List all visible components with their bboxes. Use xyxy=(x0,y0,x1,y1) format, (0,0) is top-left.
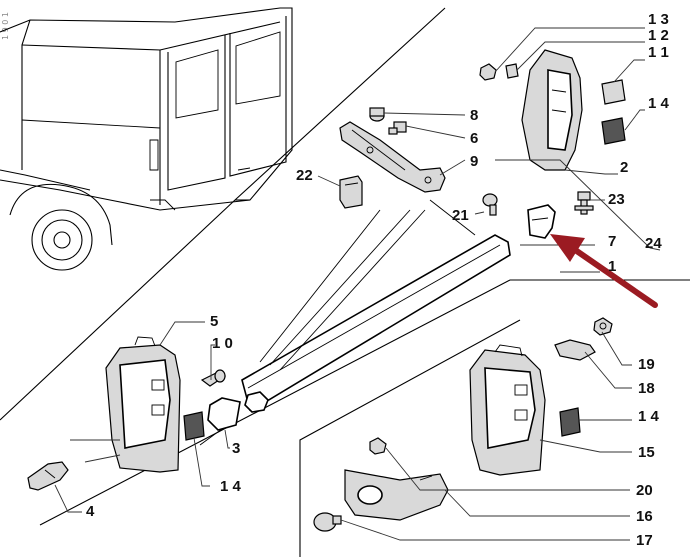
callout-22: 22 xyxy=(296,167,313,184)
leader-lines xyxy=(54,27,661,541)
nut-part-13 xyxy=(479,63,497,81)
red-arrow xyxy=(550,234,658,308)
bracket-part-16 xyxy=(344,469,449,521)
nut-part-20 xyxy=(369,437,387,455)
bolt-part-23 xyxy=(574,191,594,215)
knob-part-17 xyxy=(313,512,342,532)
callout-23: 23 xyxy=(608,191,625,208)
callout-21: 21 xyxy=(452,207,469,224)
callout-17: 17 xyxy=(636,532,653,549)
bracket-part-9 xyxy=(339,121,446,193)
bulb-holder-part-4 xyxy=(27,461,69,491)
callout-19: 19 xyxy=(638,356,655,373)
sill-strip-part-1 xyxy=(241,234,511,413)
callout-11: 1 1 xyxy=(648,44,669,61)
callout-16: 16 xyxy=(636,508,653,525)
screw-part-10 xyxy=(200,369,227,387)
cap-part-3 xyxy=(207,397,241,431)
callout-12: 1 2 xyxy=(648,27,669,44)
callout-20: 20 xyxy=(636,482,653,499)
callout-14-right: 1 4 xyxy=(638,408,660,425)
callout-6: 6 xyxy=(470,130,478,147)
screw-part-21 xyxy=(482,193,498,216)
cover-part-11 xyxy=(601,79,626,105)
callout-5: 5 xyxy=(210,313,218,330)
callout-labels: 1 3 1 2 1 1 1 4 2 8 6 9 22 21 23 24 7 1 … xyxy=(86,11,670,549)
nut-part-19 xyxy=(593,317,613,336)
callout-10: 1 0 xyxy=(212,335,233,352)
clip-part-12 xyxy=(505,63,519,79)
callout-14-left: 1 4 xyxy=(220,478,242,495)
clip-part-22 xyxy=(339,175,363,209)
reflector-part-14-right xyxy=(559,407,581,437)
side-text: 1 9 0 1 xyxy=(1,12,10,40)
callout-1: 1 xyxy=(608,258,616,275)
frame-lines xyxy=(0,7,690,557)
lamp-part-15 xyxy=(469,344,546,476)
callout-7: 7 xyxy=(608,233,616,250)
callout-8: 8 xyxy=(470,107,478,124)
van-outline xyxy=(0,7,293,271)
projection-lines xyxy=(199,199,476,446)
callout-15: 15 xyxy=(638,444,655,461)
lamp-part-5 xyxy=(105,336,181,473)
callout-24: 24 xyxy=(645,235,662,252)
lamp-part-2 xyxy=(521,49,583,171)
bolt-part-6 xyxy=(388,121,407,135)
reflector-part-14-top xyxy=(601,117,626,145)
nut-part-8 xyxy=(369,107,385,122)
callout-4: 4 xyxy=(86,503,95,520)
cap-part-7 xyxy=(527,204,556,239)
callout-13: 1 3 xyxy=(648,11,669,28)
callout-9: 9 xyxy=(470,153,478,170)
callout-2: 2 xyxy=(620,159,628,176)
reflector-part-14-left xyxy=(183,411,205,441)
bracket-part-18 xyxy=(554,339,596,361)
callout-18: 18 xyxy=(638,380,655,397)
callout-3: 3 xyxy=(232,440,240,457)
callout-14-top: 1 4 xyxy=(648,95,670,112)
